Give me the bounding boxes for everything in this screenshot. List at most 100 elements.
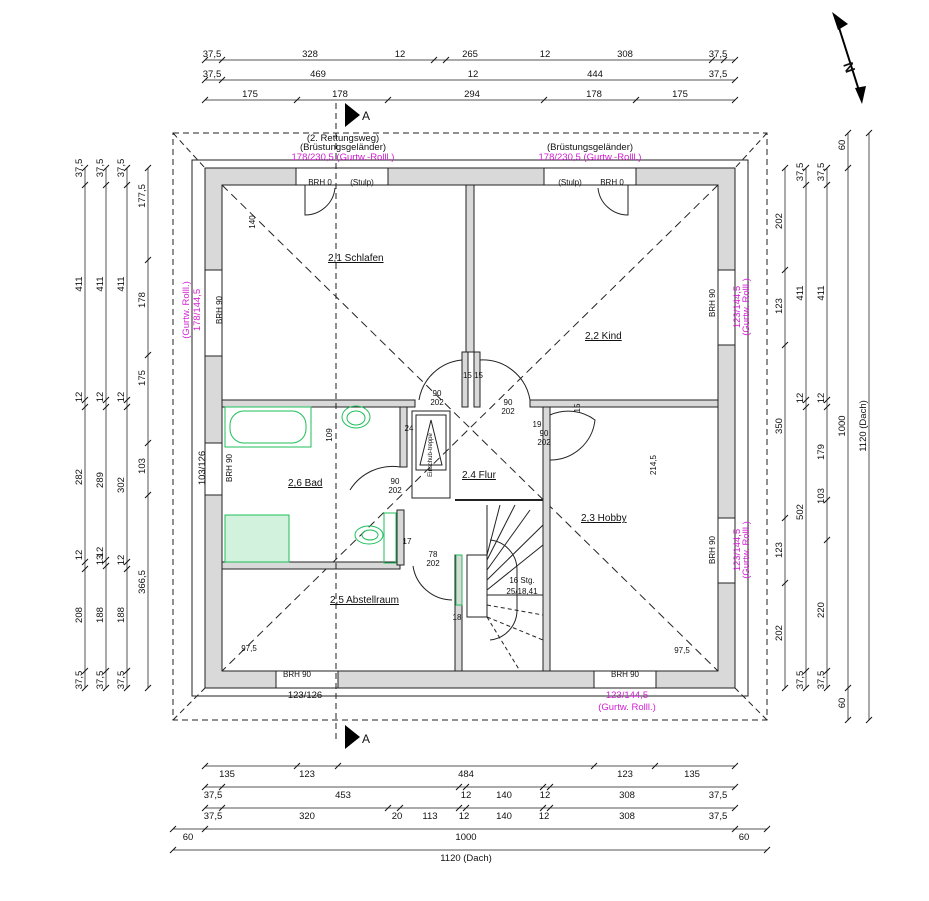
dimension-tick xyxy=(539,783,547,791)
dimension-tick xyxy=(144,256,152,264)
dimension-tick xyxy=(708,56,716,64)
dimension-label: 12 xyxy=(116,392,127,403)
dimension-tick xyxy=(781,164,789,172)
dimension-label: 308 xyxy=(619,811,635,822)
dimension-tick xyxy=(144,439,152,447)
dimension-tick xyxy=(81,181,89,189)
dimension-tick xyxy=(201,804,209,812)
dimension-tick xyxy=(823,181,831,189)
dimension-label: 178 xyxy=(586,89,602,100)
window-size: 178/230,5 (Gurtw.-Rolll.) xyxy=(539,152,642,163)
dimension-tick xyxy=(781,684,789,692)
dimension-tick xyxy=(865,129,873,137)
brh-label: BRH 90 xyxy=(611,670,640,679)
staircase[interactable] xyxy=(455,499,544,672)
dimension-tick xyxy=(823,684,831,692)
dimension-tick xyxy=(823,536,831,544)
dimension-label: 453 xyxy=(335,790,351,801)
dimension-tick xyxy=(781,266,789,274)
dimension-label: 484 xyxy=(458,769,474,780)
dimension-tick xyxy=(123,565,131,573)
dimension-label: 37,5 xyxy=(203,69,222,80)
dimension-label: 37,5 xyxy=(95,159,106,178)
window-note: (Brüstungsgeländer) xyxy=(547,142,633,153)
dimension-tick xyxy=(201,783,209,791)
window-note: (Gurtw. Rolll.) xyxy=(741,521,752,579)
dimension-tick xyxy=(781,514,789,522)
dimension-tick xyxy=(102,562,110,570)
interior-dimension: 97,5 xyxy=(241,644,257,653)
dimension-label: 202 xyxy=(774,625,785,641)
dimension-tick xyxy=(144,351,152,359)
window-note: (Gurtw. Rolll.) xyxy=(741,278,752,336)
dimension-label: 1000 xyxy=(455,832,476,843)
dimension-label: 411 xyxy=(816,285,827,300)
roof-edge xyxy=(191,159,749,697)
dimension-tick xyxy=(123,667,131,675)
section-arrow-icon xyxy=(345,725,360,749)
dimension-label: 350 xyxy=(774,418,785,434)
dimension-tick xyxy=(823,403,831,411)
dimension-label: 60 xyxy=(739,832,750,843)
dimension-label: 411 xyxy=(95,276,106,291)
dimension-label: 12 xyxy=(74,392,85,403)
dimension-label: 37,5 xyxy=(204,790,223,801)
dimension-label: 103 xyxy=(137,458,148,474)
dimension-tick xyxy=(590,762,598,770)
dimension-tick xyxy=(802,396,810,404)
dimension-tick xyxy=(144,491,152,499)
dimension-label: 366,5 xyxy=(137,570,148,594)
door-size: 90 xyxy=(433,389,442,398)
dimension-tick xyxy=(844,716,852,724)
dimension-tick xyxy=(731,96,739,104)
dimension-tick xyxy=(384,804,392,812)
dimension-label: 12 xyxy=(795,393,806,404)
dimension-label: 37,5 xyxy=(116,671,127,690)
dimension-tick xyxy=(844,129,852,137)
dimension-label: 37,5 xyxy=(709,49,728,60)
dimension-label: 179 xyxy=(816,444,827,460)
interior-dimension: 140 xyxy=(248,215,257,229)
dimension-tick xyxy=(81,558,89,566)
dimension-label: 12 xyxy=(539,811,550,822)
dimension-label: 60 xyxy=(837,698,848,709)
dimension-label: 37,5 xyxy=(74,159,85,178)
section-label-top: A xyxy=(362,109,370,123)
window-note: (2. Rettungsweg) xyxy=(307,133,379,144)
roof-hip-lines xyxy=(172,132,768,721)
dimension-tick xyxy=(169,846,177,854)
dimension-label: 411 xyxy=(116,276,127,291)
dimension-tick xyxy=(102,667,110,675)
handrail xyxy=(455,554,463,606)
dimension-label: 12 xyxy=(116,555,127,566)
door-size: 202 xyxy=(430,398,444,407)
dimension-tick xyxy=(123,164,131,172)
north-arrow-icon xyxy=(832,12,866,104)
dimension-label: 37,5 xyxy=(816,163,827,182)
brh-label: BRH 90 xyxy=(708,535,717,564)
dimension-tick xyxy=(81,396,89,404)
room-label-bad: 2,6 Bad xyxy=(288,478,322,489)
room-label-kind: 2,2 Kind xyxy=(585,331,622,342)
dimension-label: 140 xyxy=(496,790,512,801)
dimension-tick xyxy=(823,667,831,675)
window-size: 123/144,5 xyxy=(732,529,743,571)
section-arrow-icon xyxy=(345,103,360,127)
door-size: 202 xyxy=(388,486,402,495)
dimension-label: 135 xyxy=(219,769,235,780)
dimension-label: 37,5 xyxy=(204,811,223,822)
dimension-label: 103 xyxy=(816,488,827,504)
dimension-tick xyxy=(442,56,450,64)
dimension-tick xyxy=(462,783,470,791)
dimension-label: 60 xyxy=(837,140,848,151)
interior-walls xyxy=(221,184,719,672)
dimension-tick xyxy=(802,181,810,189)
dimension-label: 444 xyxy=(587,69,603,80)
attic-ladder[interactable] xyxy=(411,410,451,499)
dimension-tick xyxy=(218,783,226,791)
door-size: 202 xyxy=(501,407,515,416)
dimension-label: 60 xyxy=(183,832,194,843)
dimension-tick xyxy=(731,783,739,791)
stairs-count: 16 Stg. xyxy=(509,576,534,585)
stulp-label: (Stulp) xyxy=(350,178,374,187)
